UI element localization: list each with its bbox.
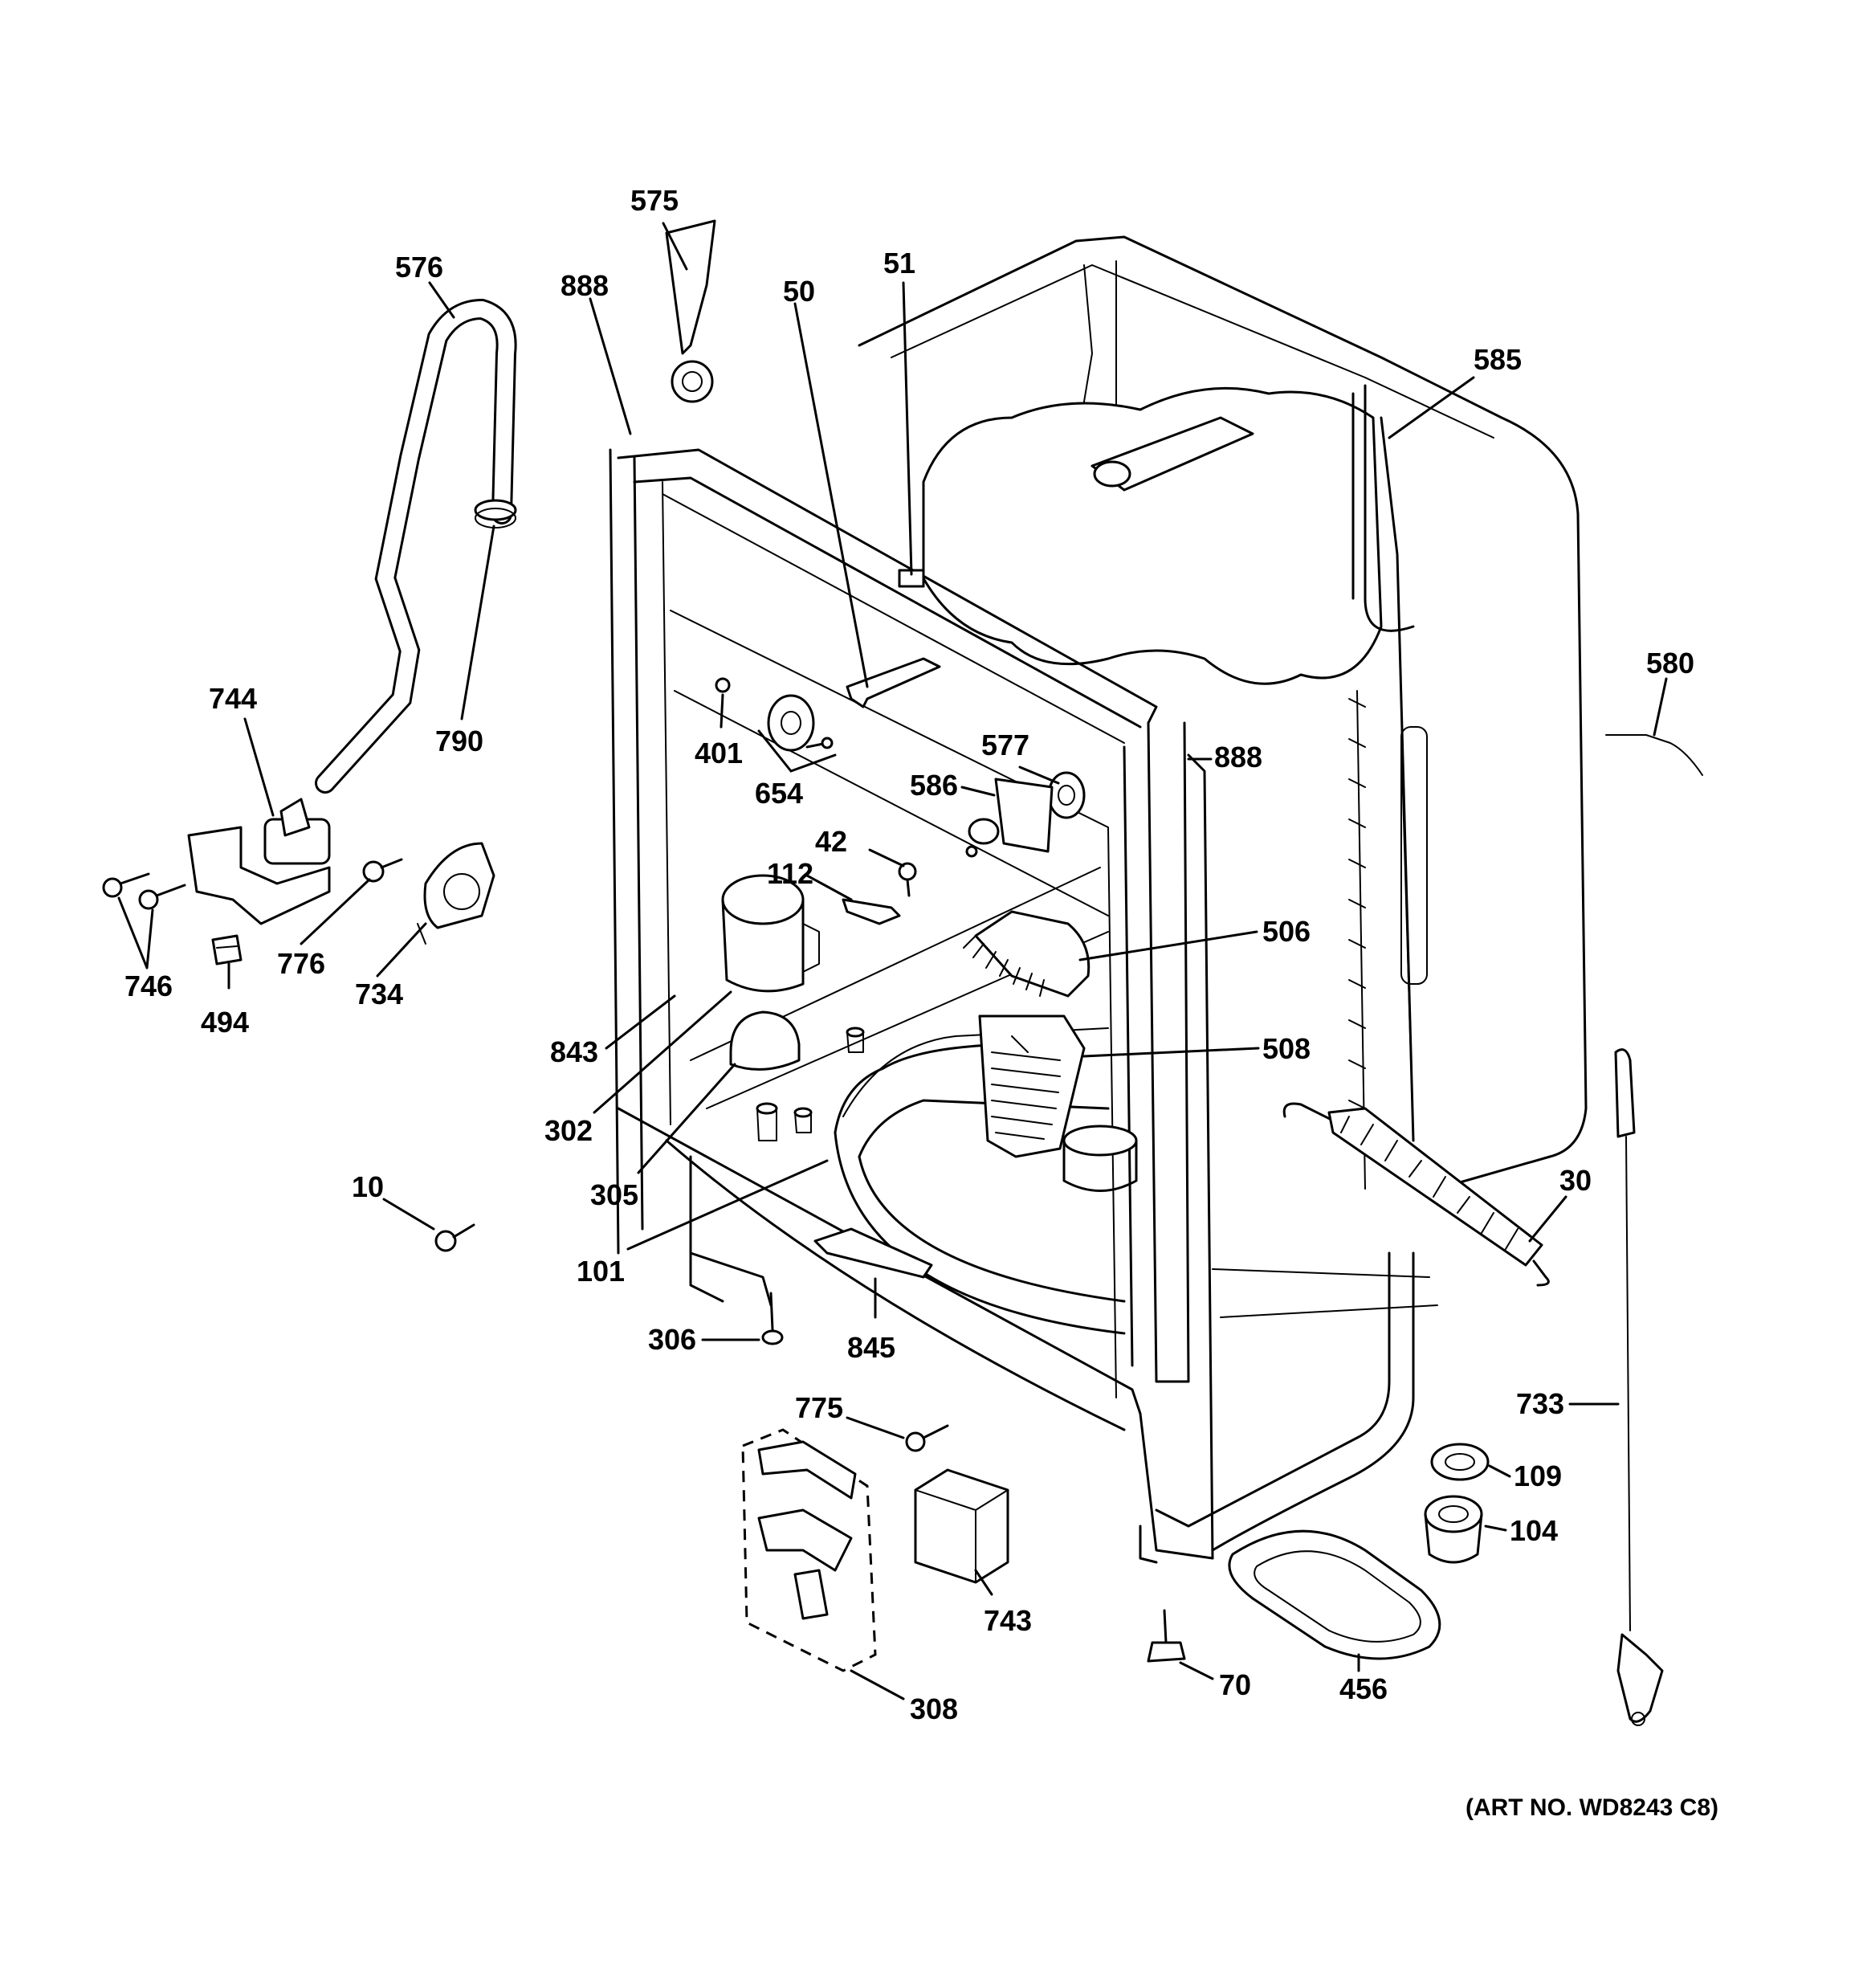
label-305: 305	[590, 1178, 638, 1211]
tub-outer-shell	[858, 235, 1588, 1190]
part-494-clip	[211, 934, 243, 965]
label-888-right: 888	[1214, 741, 1262, 774]
label-70: 70	[1219, 1668, 1251, 1701]
part-575-shape	[665, 219, 716, 403]
part-306-sensor	[761, 1292, 784, 1345]
part-456-pan	[1228, 1529, 1441, 1660]
label-734: 734	[355, 978, 403, 1010]
part-305-dome	[729, 1010, 801, 1071]
label-308: 308	[910, 1692, 958, 1725]
part-302-cover	[721, 874, 820, 993]
label-10: 10	[352, 1170, 384, 1203]
part-30-spring	[1282, 1102, 1550, 1287]
label-456: 456	[1339, 1672, 1388, 1705]
part-580-wire	[1605, 734, 1703, 776]
part-654-parts	[767, 694, 834, 752]
part-775-screw	[905, 1424, 949, 1452]
part-790-clamp	[474, 499, 517, 529]
part-508-basket	[978, 1014, 1086, 1158]
label-576: 576	[395, 251, 443, 284]
part-577-gasket	[1047, 771, 1086, 819]
label-302: 302	[544, 1114, 593, 1147]
label-109: 109	[1514, 1459, 1562, 1492]
label-746: 746	[124, 970, 173, 1002]
part-104-nut	[1424, 1495, 1483, 1564]
part-109-washer	[1430, 1443, 1490, 1481]
label-508: 508	[1262, 1032, 1311, 1065]
label-776: 776	[277, 947, 325, 980]
part-308-kit	[741, 1428, 877, 1672]
label-306: 306	[648, 1323, 696, 1356]
part-401-nut	[715, 677, 731, 693]
label-101: 101	[577, 1255, 625, 1288]
label-790: 790	[435, 725, 483, 757]
label-401: 401	[695, 737, 743, 769]
part-labels: 575 576 888 50 51 585 580 744 790 401 65…	[124, 184, 1718, 1821]
part-744-valve	[187, 798, 331, 925]
part-576-hose	[315, 298, 517, 794]
label-42: 42	[815, 825, 847, 858]
label-30: 30	[1559, 1164, 1592, 1197]
label-744: 744	[209, 682, 257, 715]
label-580: 580	[1646, 647, 1694, 680]
label-112: 112	[767, 857, 813, 890]
part-70-leg	[1147, 1609, 1186, 1663]
part-776-screw	[362, 858, 403, 883]
part-585-arm	[1090, 384, 1415, 632]
part-50-bracket	[846, 657, 941, 708]
part-112-clip	[842, 898, 901, 925]
label-506: 506	[1262, 915, 1311, 948]
label-104: 104	[1510, 1514, 1558, 1547]
label-575: 575	[630, 184, 679, 217]
part-733-cable	[1614, 1048, 1664, 1726]
part-10-screw	[434, 1223, 475, 1252]
label-654: 654	[755, 777, 803, 810]
label-494: 494	[201, 1006, 249, 1039]
label-845: 845	[847, 1331, 895, 1364]
label-888-top: 888	[561, 269, 609, 302]
art-number: (ART NO. WD8243 C8)	[1466, 1794, 1718, 1821]
label-586: 586	[910, 769, 958, 802]
part-42-screw	[898, 862, 917, 897]
label-50: 50	[783, 275, 815, 308]
part-586-inlet	[965, 778, 1054, 858]
label-585: 585	[1474, 343, 1522, 376]
label-733: 733	[1516, 1387, 1564, 1420]
label-577: 577	[981, 729, 1029, 761]
label-743: 743	[984, 1604, 1032, 1637]
part-743-box	[914, 1468, 1009, 1584]
part-734-switch	[417, 842, 495, 945]
part-506-filter	[963, 910, 1090, 998]
label-51: 51	[883, 247, 915, 280]
label-775: 775	[795, 1391, 843, 1424]
part-746-screws	[102, 872, 186, 910]
leader-lines	[117, 222, 1668, 1700]
part-845-strip	[813, 1227, 933, 1279]
label-843: 843	[550, 1035, 598, 1068]
